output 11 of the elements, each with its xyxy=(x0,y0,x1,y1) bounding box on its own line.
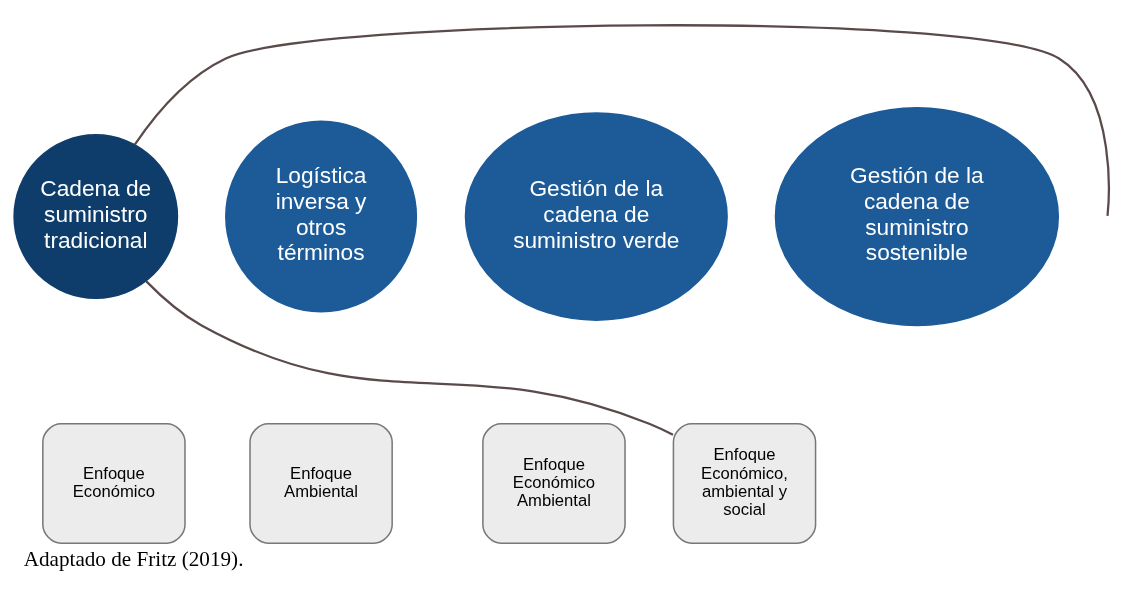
node-circle: Cadena de suministro tradicional xyxy=(13,134,179,299)
node-box: Enfoque Ambiental xyxy=(249,422,393,544)
connector xyxy=(133,24,1110,216)
node-box: Enfoque Económico, ambiental y social xyxy=(672,422,817,544)
node-ellipse: Gestión de la cadena de suministro sostenible xyxy=(774,106,1060,327)
caption: Adaptado de Fritz (2019). xyxy=(23,547,244,572)
node-box: Enfoque Económico xyxy=(42,422,186,544)
node-box: Enfoque Económico Ambiental xyxy=(482,422,626,544)
node-ellipse: Gestión de la cadena de suministro verde xyxy=(464,112,728,321)
connector xyxy=(145,280,674,436)
node-circle: Logística inversa y otros términos xyxy=(225,120,418,313)
